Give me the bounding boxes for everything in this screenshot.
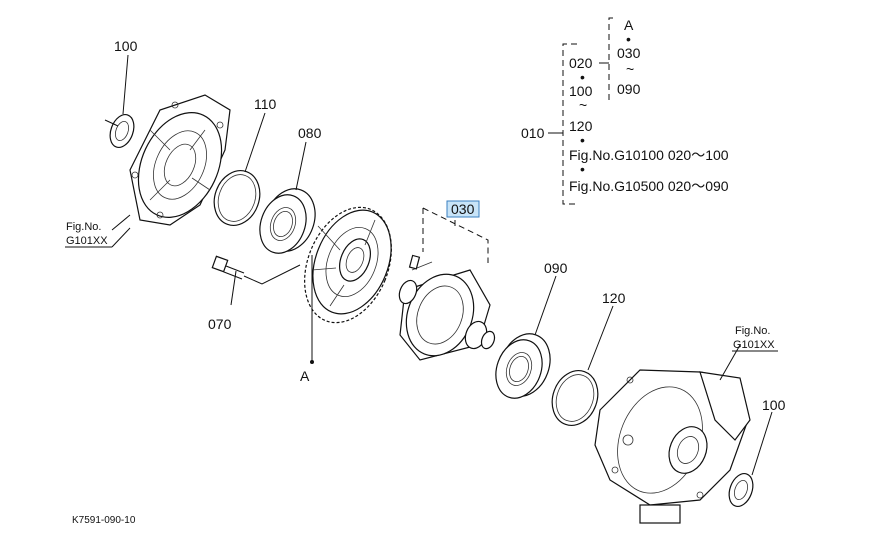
drawing-code: K7591-090-10 [72, 515, 136, 526]
tree-fig-g10500[interactable]: Fig.No.G10500 020～090 [569, 178, 729, 194]
shim-110[interactable] [207, 164, 267, 232]
tree-tilde-2: ~ [626, 61, 634, 77]
tree-fig-g10100[interactable]: Fig.No.G10100 020～100 [569, 147, 729, 163]
fig-ref-right-line2: G101XX [733, 339, 775, 351]
shim-120[interactable] [545, 364, 605, 432]
callout-100-top: 100 [114, 38, 138, 54]
tree-010: 010 [521, 125, 545, 141]
bearing-080[interactable] [252, 182, 323, 260]
tree-090: 090 [617, 81, 641, 97]
right-housing[interactable] [594, 369, 751, 524]
fig-ref-right-line1: Fig.No. [735, 325, 770, 337]
callout-090: 090 [544, 260, 568, 276]
fig-ref-left-line1: Fig.No. [66, 221, 101, 233]
tree-020: 020 [569, 55, 593, 71]
bevel-gear[interactable] [288, 194, 407, 335]
differential-assembly-030[interactable] [395, 254, 497, 366]
tree-030: 030 [617, 45, 641, 61]
tree-dot-2: • [580, 132, 585, 148]
oil-seal-100-bottom[interactable] [725, 470, 757, 509]
callout-110: 110 [254, 96, 277, 112]
tree-a: A [624, 17, 634, 33]
callout-100-bottom: 100 [762, 397, 786, 413]
tree-120: 120 [569, 118, 593, 134]
left-housing-cover[interactable] [122, 94, 237, 231]
tree-dot-3: • [580, 161, 585, 177]
callout-080: 080 [298, 125, 322, 141]
callout-030-highlighted[interactable]: 030 [451, 201, 475, 217]
bearing-090[interactable] [488, 327, 558, 405]
tree-100: 100 [569, 83, 593, 99]
assembly-tree [548, 17, 613, 205]
callout-a: A [300, 368, 310, 384]
tree-dot-1: • [580, 69, 585, 85]
callout-120: 120 [602, 290, 626, 306]
tree-dot-4: • [626, 31, 631, 47]
oil-seal-100-top[interactable] [104, 111, 138, 150]
fig-ref-left-line2: G101XX [66, 235, 108, 247]
tree-tilde-1: ~ [579, 97, 587, 113]
bolt-070[interactable] [211, 255, 245, 306]
callout-070: 070 [208, 316, 232, 332]
